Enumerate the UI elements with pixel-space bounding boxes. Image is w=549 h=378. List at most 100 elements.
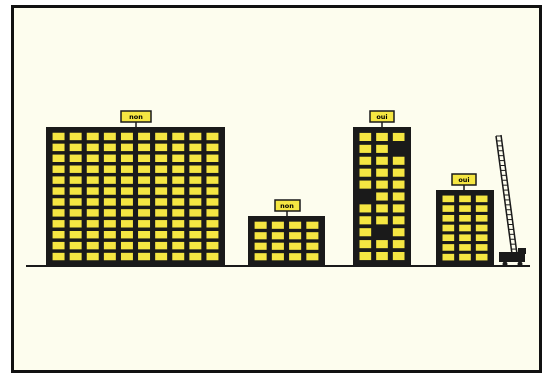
window-lit bbox=[272, 222, 284, 229]
window-lit bbox=[53, 155, 65, 162]
window-lit bbox=[393, 133, 405, 141]
window-lit bbox=[104, 155, 116, 162]
window-lit bbox=[172, 133, 184, 140]
window-lit bbox=[104, 253, 116, 260]
window-lit bbox=[393, 216, 405, 224]
window-lit bbox=[393, 252, 405, 260]
window-lit bbox=[206, 187, 218, 194]
window-lit bbox=[121, 176, 133, 183]
window-lit bbox=[155, 253, 167, 260]
window-lit bbox=[306, 222, 318, 229]
window-lit bbox=[53, 231, 65, 238]
window-lit bbox=[360, 204, 372, 212]
window-lit bbox=[121, 242, 133, 249]
window-lit bbox=[121, 133, 133, 140]
window-lit bbox=[360, 228, 372, 236]
window-lit bbox=[189, 133, 201, 140]
window-lit bbox=[255, 232, 267, 239]
window-lit bbox=[306, 232, 318, 239]
window-lit bbox=[53, 209, 65, 216]
window-lit bbox=[104, 231, 116, 238]
window-lit bbox=[70, 209, 82, 216]
window-lit bbox=[104, 209, 116, 216]
window-lit bbox=[87, 165, 99, 172]
window-lit bbox=[189, 198, 201, 205]
window-lit bbox=[138, 209, 150, 216]
window-lit bbox=[376, 133, 388, 141]
window-lit bbox=[104, 187, 116, 194]
window-lit bbox=[376, 216, 388, 224]
window-lit bbox=[70, 165, 82, 172]
fire-truck-ladder-icon[interactable] bbox=[496, 135, 526, 267]
fire-truck-cab bbox=[518, 248, 526, 254]
window-lit bbox=[189, 231, 201, 238]
window-lit bbox=[87, 253, 99, 260]
window-lit bbox=[306, 243, 318, 250]
building-3-sign-text: oui bbox=[376, 113, 387, 121]
window-lit bbox=[121, 253, 133, 260]
building-4-sign-text: oui bbox=[458, 176, 469, 184]
window-lit bbox=[70, 198, 82, 205]
window-lit bbox=[121, 144, 133, 151]
window-lit bbox=[189, 155, 201, 162]
window-lit bbox=[476, 234, 488, 241]
window-lit bbox=[172, 198, 184, 205]
window-lit bbox=[155, 155, 167, 162]
building-2[interactable]: non bbox=[248, 200, 325, 266]
window-lit bbox=[138, 133, 150, 140]
window-lit bbox=[70, 133, 82, 140]
window-lit bbox=[476, 205, 488, 212]
building-3[interactable]: oui bbox=[353, 111, 411, 266]
window-lit bbox=[172, 144, 184, 151]
window-lit bbox=[360, 252, 372, 260]
window-lit bbox=[53, 133, 65, 140]
window-lit bbox=[87, 220, 99, 227]
building-2-sign-text: non bbox=[280, 202, 294, 210]
window-lit bbox=[459, 205, 471, 212]
window-lit bbox=[206, 176, 218, 183]
window-lit bbox=[172, 187, 184, 194]
window-lit bbox=[272, 253, 284, 260]
window-lit bbox=[376, 252, 388, 260]
window-lit bbox=[172, 231, 184, 238]
window-lit bbox=[206, 209, 218, 216]
window-lit bbox=[360, 133, 372, 141]
window-lit bbox=[155, 144, 167, 151]
window-lit bbox=[206, 133, 218, 140]
window-lit bbox=[189, 187, 201, 194]
building-1[interactable]: non bbox=[46, 111, 225, 266]
window-lit bbox=[155, 165, 167, 172]
window-lit bbox=[376, 169, 388, 177]
window-lit bbox=[53, 144, 65, 151]
window-lit bbox=[476, 225, 488, 232]
window-lit bbox=[476, 244, 488, 251]
window-lit bbox=[53, 220, 65, 227]
window-lit bbox=[206, 165, 218, 172]
window-lit bbox=[189, 144, 201, 151]
window-lit bbox=[393, 240, 405, 248]
window-lit bbox=[121, 187, 133, 194]
window-lit bbox=[289, 232, 301, 239]
window-lit bbox=[306, 253, 318, 260]
city-scene: non non oui oui bbox=[14, 8, 539, 370]
window-lit bbox=[53, 165, 65, 172]
window-lit bbox=[138, 165, 150, 172]
building-3-windows bbox=[360, 133, 405, 260]
window-lit bbox=[70, 176, 82, 183]
window-lit bbox=[155, 187, 167, 194]
window-lit bbox=[53, 176, 65, 183]
building-4[interactable]: oui bbox=[436, 174, 494, 266]
window-lit bbox=[87, 198, 99, 205]
window-lit bbox=[393, 204, 405, 212]
window-lit bbox=[443, 234, 455, 241]
window-lit bbox=[138, 231, 150, 238]
window-lit bbox=[155, 220, 167, 227]
window-lit bbox=[172, 242, 184, 249]
window-lit bbox=[459, 196, 471, 203]
window-lit bbox=[104, 165, 116, 172]
window-lit bbox=[376, 204, 388, 212]
window-lit bbox=[360, 145, 372, 153]
window-lit bbox=[70, 187, 82, 194]
window-lit bbox=[459, 225, 471, 232]
window-lit bbox=[289, 243, 301, 250]
